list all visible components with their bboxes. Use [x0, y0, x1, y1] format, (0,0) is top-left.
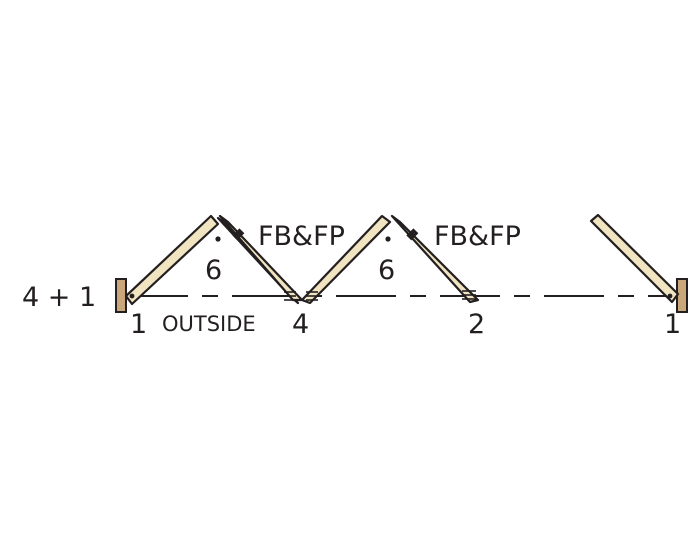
position-label-4: 4	[292, 309, 309, 340]
stack-count-1: 6	[205, 255, 222, 286]
hinge-dot-1	[215, 236, 221, 242]
door-panel-1	[124, 214, 220, 306]
hardware-block-1	[232, 228, 245, 241]
stack-count-2: 6	[378, 255, 395, 286]
right-jamb	[676, 278, 688, 313]
joint-hatch-2	[462, 290, 476, 300]
position-label-1: 1	[130, 309, 147, 340]
position-label-1-right: 1	[664, 309, 681, 340]
pivot-dot-right	[667, 293, 673, 299]
hinge-dot-2	[385, 236, 391, 242]
hardware-block-2	[406, 228, 419, 241]
side-label: OUTSIDE	[162, 312, 256, 336]
door-panel-3	[300, 214, 392, 305]
position-label-2: 2	[468, 309, 485, 340]
configuration-label: 4 + 1	[22, 282, 96, 313]
left-jamb	[115, 278, 127, 313]
joint-hatch-4	[284, 291, 318, 301]
pivot-dot-left	[129, 293, 135, 299]
hardware-label-1: FB&FP	[258, 221, 345, 252]
hardware-label-2: FB&FP	[434, 221, 521, 252]
door-panel-5	[589, 213, 680, 304]
